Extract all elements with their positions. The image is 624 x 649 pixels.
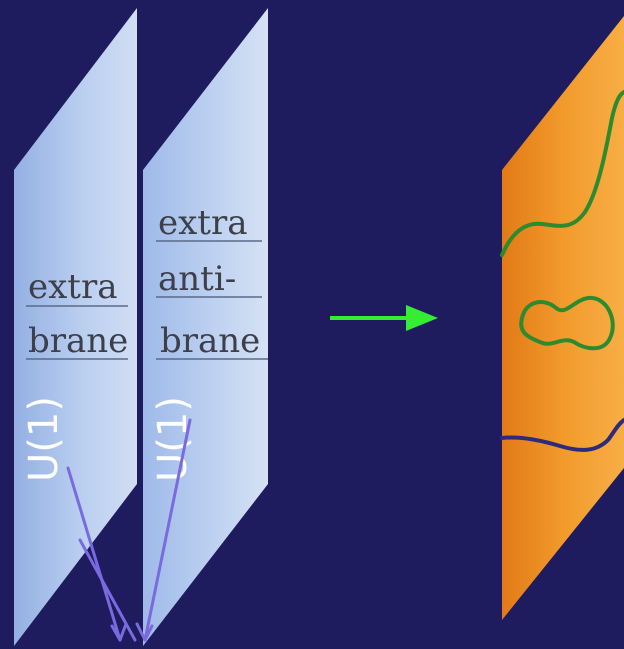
flux-string <box>500 418 624 452</box>
extra-brane-gauge-label: U(1) <box>21 396 67 482</box>
exchange-line-4 <box>143 418 192 642</box>
exchange-line-7 <box>78 538 137 642</box>
extra-anti-brane-plane <box>143 8 268 646</box>
extra-anti-brane-line1: extra <box>158 203 247 243</box>
exchange-line-1 <box>66 466 122 642</box>
extra-anti-brane-gauge-label: U(1) <box>150 396 196 482</box>
exchange-line-3 <box>118 622 128 642</box>
closed-string-loop <box>519 295 615 351</box>
extra-brane-line2: brane <box>28 321 128 361</box>
open-string <box>500 90 624 257</box>
exchange-line-6 <box>143 624 154 642</box>
extra-brane: extra brane U(1) <box>14 8 137 646</box>
result-brane <box>500 16 624 620</box>
extra-anti-brane-line2: anti- <box>158 259 236 299</box>
arrow-head <box>406 305 438 331</box>
exchange-line-5 <box>135 622 147 642</box>
transition-arrow <box>330 305 438 331</box>
extra-brane-plane <box>14 8 137 646</box>
extra-brane-line1: extra <box>28 267 117 307</box>
result-brane-plane <box>502 16 624 620</box>
extra-anti-brane-line3: brane <box>160 321 260 361</box>
exchange-line-2 <box>110 624 122 642</box>
extra-anti-brane: extra anti- brane U(1) <box>143 8 268 646</box>
exchange-lines <box>66 418 192 642</box>
